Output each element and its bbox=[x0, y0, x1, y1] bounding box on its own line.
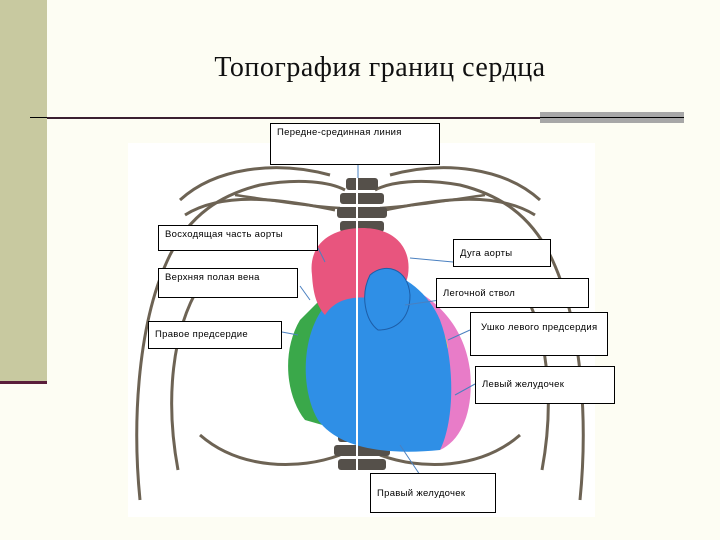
label-svc: Верхняя полая вена bbox=[158, 268, 298, 298]
right-ventricle-shape bbox=[305, 269, 452, 452]
label-right-atrium: Правое предсердие bbox=[148, 321, 282, 349]
label-pulmonary-trunk: Легочной ствол bbox=[436, 278, 589, 308]
left-accent-line bbox=[0, 381, 47, 384]
label-left-auricle: Ушко левого предсердия bbox=[470, 312, 608, 356]
label-left-ventricle: Левый желудочек bbox=[475, 366, 615, 404]
heart bbox=[288, 228, 471, 452]
label-aortic-arch: Дуга аорты bbox=[453, 239, 551, 267]
label-ascending-aorta: Восходящая часть аорты bbox=[158, 225, 318, 251]
pulmonary-trunk-shape bbox=[364, 267, 411, 331]
label-midline: Передне-срединная линия bbox=[270, 123, 440, 165]
label-right-ventricle: Правый желудочек bbox=[370, 473, 496, 513]
title-rule-dark bbox=[47, 117, 540, 119]
left-accent-band bbox=[0, 0, 47, 384]
slide-title: Топография границ сердца bbox=[214, 52, 546, 83]
